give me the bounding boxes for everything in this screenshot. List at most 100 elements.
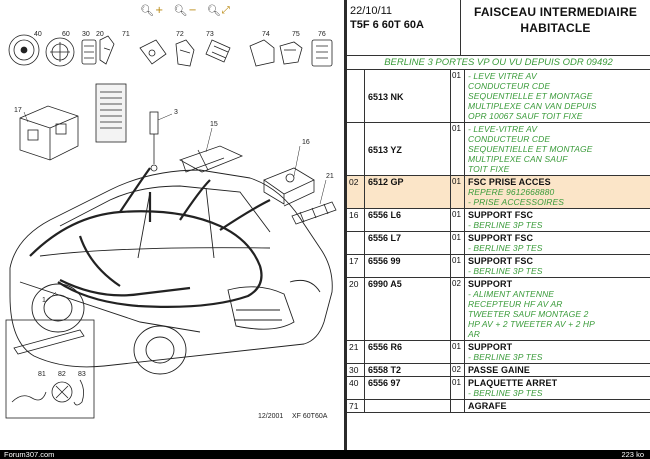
callout-3: 3	[174, 109, 178, 116]
table-row[interactable]: 71 AGRAFE	[347, 400, 650, 413]
row-quantity: 01	[451, 209, 465, 231]
part-73-clip	[205, 39, 231, 63]
diagram-footer-date: 12/2001	[258, 413, 283, 420]
diagram-footer-ref: XF 60T60A	[292, 413, 328, 420]
callout-76: 76	[318, 31, 326, 38]
row-index	[347, 70, 365, 122]
row-description: SUPPORT FSC- BERLINE 3P TES	[465, 209, 650, 231]
row-reference: 6990 A5	[365, 278, 451, 340]
part-74-clip	[249, 39, 275, 67]
row-quantity: 02	[451, 364, 465, 376]
row-index: 02	[347, 176, 365, 208]
row-title: SUPPORT FSC	[468, 256, 534, 266]
part-40-grommet	[8, 34, 40, 66]
zoom-toolbar: 🔍︎+ 🔍︎− 🔍︎⤢	[140, 4, 230, 17]
callout-75: 75	[292, 31, 300, 38]
row-index: 40	[347, 377, 365, 399]
row-index: 17	[347, 255, 365, 277]
part-17-bracket	[19, 105, 79, 161]
row-note-line: TOIT FIXE	[468, 164, 510, 174]
row-note-line: - LEVE-VITRE AV	[468, 124, 538, 134]
row-title: FSC PRISE ACCES	[468, 177, 551, 187]
row-note-line: HP AV + 2 TWEETER AV + 2 HP	[468, 319, 595, 329]
callout-81: 81	[38, 371, 46, 378]
row-reference	[365, 400, 451, 412]
callout-74: 74	[262, 31, 270, 38]
callout-73: 73	[206, 31, 214, 38]
row-quantity: 01	[451, 123, 465, 175]
part-16-fuse-box	[263, 167, 315, 207]
callout-71: 71	[122, 31, 130, 38]
callout-16: 16	[302, 139, 310, 146]
magnifier-plus-icon: 🔍︎	[140, 4, 154, 17]
callout-15: 15	[210, 121, 218, 128]
zoom-fit-button[interactable]: 🔍︎⤢	[206, 4, 230, 17]
row-index: 71	[347, 400, 365, 412]
callout-60: 60	[62, 31, 70, 38]
pane-separator[interactable]	[344, 0, 347, 450]
row-reference: 6513 NK	[365, 70, 451, 122]
row-reference: 6513 YZ	[365, 123, 451, 175]
callout-82: 82	[58, 371, 66, 378]
part-72-clip	[175, 39, 195, 67]
magnifier-minus-icon: 🔍︎	[173, 4, 188, 17]
row-title: SUPPORT FSC	[468, 233, 534, 243]
row-index: 30	[347, 364, 365, 376]
callout-17: 17	[14, 107, 22, 114]
header-code: T5F 6 60T 60A	[350, 19, 424, 31]
exploded-diagram: 40 60 30 20 71 72 73 74 75 76 17 3 15 16…	[5, 31, 337, 420]
row-note-line: SEQUENTIELLE ET MONTAGE	[468, 91, 593, 101]
row-description: SUPPORT- BERLINE 3P TES	[465, 341, 650, 363]
row-title: PLAQUETTE ARRET	[468, 378, 558, 388]
row-quantity: 01	[451, 341, 465, 363]
row-note-line: CONDUCTEUR CDE	[468, 81, 551, 91]
magnifier-fit-icon: 🔍︎	[206, 4, 221, 17]
callout-30: 30	[82, 31, 90, 38]
zoom-out-button[interactable]: 🔍︎−	[173, 4, 197, 17]
row-title: PASSE GAINE	[468, 365, 530, 375]
row-reference: 6556 99	[365, 255, 451, 277]
row-note-line: - BERLINE 3P TES	[468, 220, 543, 230]
row-index	[347, 123, 365, 175]
row-quantity	[451, 400, 465, 412]
zoom-in-button[interactable]: 🔍︎+	[140, 4, 164, 17]
row-description: SUPPORT FSC- BERLINE 3P TES	[465, 255, 650, 277]
header-title: FAISCEAU INTERMEDIAIRE HABITACLE	[461, 0, 650, 55]
row-index: 20	[347, 278, 365, 340]
row-title: AGRAFE	[468, 401, 507, 411]
row-quantity: 01	[451, 377, 465, 399]
label-sticker	[95, 83, 127, 143]
row-index: 16	[347, 209, 365, 231]
row-note-line: - BERLINE 3P TES	[468, 388, 543, 398]
row-note-line: - BERLINE 3P TES	[468, 352, 543, 362]
part-71-clip	[139, 39, 167, 65]
part-30-clip	[81, 39, 97, 65]
row-description: SUPPORT FSC- BERLINE 3P TES	[465, 232, 650, 254]
row-note-line: - BERLINE 3P TES	[468, 266, 543, 276]
row-note-line: - PRISE ACCESSOIRES	[468, 197, 565, 207]
callout-72: 72	[176, 31, 184, 38]
row-quantity: 01	[451, 176, 465, 208]
row-note-line: SEQUENTIELLE ET MONTAGE	[468, 144, 593, 154]
row-description: PLAQUETTE ARRET- BERLINE 3P TES	[465, 377, 650, 399]
part-76-clip	[311, 39, 333, 67]
row-quantity: 01	[451, 70, 465, 122]
row-note-line: AR	[468, 329, 481, 339]
row-note-line: CONDUCTEUR CDE	[468, 134, 551, 144]
row-reference: 6556 L7	[365, 232, 451, 254]
header-title-line1: FAISCEAU INTERMEDIAIRE	[473, 5, 638, 19]
header-meta: 22/10/11 T5F 6 60T 60A	[347, 0, 461, 55]
